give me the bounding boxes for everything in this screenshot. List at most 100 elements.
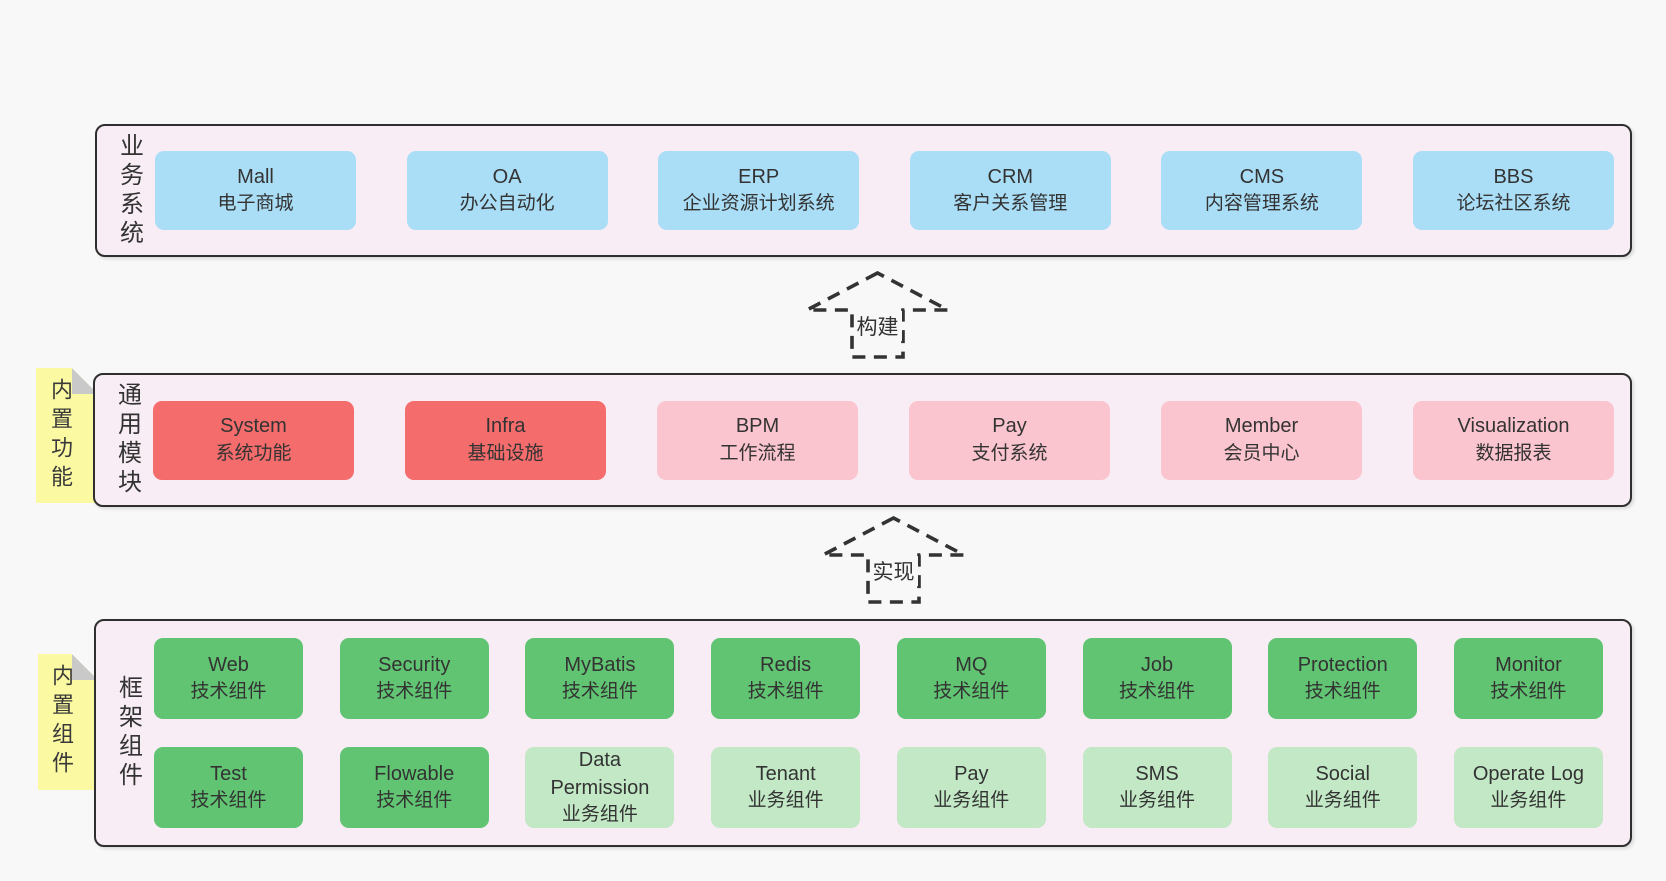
box-subtitle: 技术组件	[1490, 681, 1567, 703]
sticky-note-text: 内置功能	[48, 377, 73, 494]
box-subtitle: 技术组件	[190, 790, 267, 812]
band-business-systems: 业务系统 Mall 电子商城 OA 办公自动化 ERP 企业资源计划系统 CRM…	[95, 124, 1632, 257]
box-oa: OA 办公自动化	[406, 151, 608, 230]
box-title: Visualization	[1457, 415, 1570, 438]
box-subtitle: 技术组件	[190, 681, 267, 703]
box-title: Member	[1224, 415, 1299, 438]
box-title: Web	[208, 653, 249, 676]
band-framework-components: 框架组件 Web 技术组件 Security 技术组件 MyBatis 技术组件…	[94, 619, 1632, 847]
box-redis: Redis 技术组件	[711, 638, 861, 719]
box-title: Test	[210, 762, 247, 785]
box-subtitle: 技术组件	[933, 681, 1010, 703]
dashed-up-arrow-icon	[822, 516, 965, 604]
box-pay-business: Pay 业务组件	[896, 747, 1046, 828]
box-title: ERP	[738, 165, 780, 188]
box-title: Job	[1140, 653, 1174, 676]
framework-components-row-2: Test 技术组件 Flowable 技术组件 Data Permission …	[154, 747, 1603, 828]
box-mybatis: MyBatis 技术组件	[525, 638, 675, 719]
box-subtitle: 业务组件	[1490, 790, 1567, 812]
box-system: System 系统功能	[153, 400, 354, 480]
box-subtitle: 会员中心	[1223, 442, 1300, 464]
box-erp: ERP 企业资源计划系统	[658, 151, 860, 230]
sticky-note-text: 内置组件	[49, 664, 74, 780]
dashed-up-arrow-icon	[806, 271, 949, 359]
box-bpm: BPM 工作流程	[657, 400, 858, 480]
box-cms: CMS 内容管理系统	[1161, 151, 1363, 230]
arrow-build-label: 构建	[853, 311, 902, 341]
box-flowable: Flowable 技术组件	[339, 747, 489, 828]
box-pay: Pay 支付系统	[909, 400, 1110, 480]
box-subtitle: 技术组件	[376, 681, 453, 703]
box-crm: CRM 客户关系管理	[909, 151, 1111, 230]
box-title: Flowable	[374, 762, 455, 785]
arrow-implement-label: 实现	[869, 556, 918, 586]
box-sms: SMS 业务组件	[1082, 747, 1232, 828]
box-title: Monitor	[1495, 653, 1562, 676]
band-framework-components-label: 框架组件	[114, 675, 142, 791]
box-title: SMS	[1135, 762, 1179, 785]
box-title: System	[220, 415, 287, 438]
box-subtitle: 论坛社区系统	[1456, 193, 1571, 215]
framework-components-row-1: Web 技术组件 Security 技术组件 MyBatis 技术组件 Redi…	[154, 638, 1603, 719]
box-bbs: BBS 论坛社区系统	[1412, 151, 1614, 230]
box-subtitle: 技术组件	[1304, 681, 1381, 703]
common-modules-boxes: System 系统功能 Infra 基础设施 BPM 工作流程 Pay 支付系统…	[153, 375, 1614, 505]
box-title: Pay	[954, 762, 989, 785]
arrow-build: 构建	[805, 271, 950, 359]
box-subtitle: 业务组件	[933, 790, 1010, 812]
box-protection: Protection 技术组件	[1268, 638, 1418, 719]
box-title: Tenant	[755, 762, 816, 785]
box-subtitle: 数据报表	[1475, 442, 1552, 464]
box-web: Web 技术组件	[154, 638, 303, 719]
box-test: Test 技术组件	[154, 747, 303, 828]
box-mall: Mall 电子商城	[155, 151, 356, 230]
box-subtitle: 技术组件	[376, 790, 453, 812]
box-subtitle: 客户关系管理	[953, 193, 1068, 215]
band-common-modules: 通用模块 System 系统功能 Infra 基础设施 BPM 工作流程 Pay…	[93, 373, 1632, 507]
box-title: Security	[378, 653, 451, 676]
sticky-note-built-in-components: 内置组件	[38, 654, 98, 790]
box-subtitle: 技术组件	[561, 681, 638, 703]
box-subtitle: 业务组件	[1304, 790, 1381, 812]
box-subtitle: 业务组件	[1119, 790, 1196, 812]
box-visualization: Visualization 数据报表	[1413, 400, 1614, 480]
box-title: Infra	[485, 415, 526, 438]
box-title: CRM	[987, 165, 1034, 188]
box-title: Social	[1315, 762, 1370, 785]
business-systems-boxes: Mall 电子商城 OA 办公自动化 ERP 企业资源计划系统 CRM 客户关系…	[155, 126, 1614, 255]
box-subtitle: 基础设施	[467, 442, 544, 464]
box-subtitle: 电子商城	[217, 193, 294, 215]
band-business-systems-label: 业务系统	[115, 132, 143, 249]
box-title: MyBatis	[564, 653, 636, 676]
box-title: OA	[492, 165, 522, 188]
box-title: Data Permission	[550, 748, 650, 800]
box-subtitle: 企业资源计划系统	[682, 193, 835, 215]
box-member: Member 会员中心	[1161, 400, 1362, 480]
box-subtitle: 技术组件	[747, 681, 824, 703]
box-subtitle: 工作流程	[719, 442, 796, 464]
box-title: Protection	[1297, 653, 1388, 676]
framework-components-grid: Web 技术组件 Security 技术组件 MyBatis 技术组件 Redi…	[154, 638, 1603, 828]
arrow-implement: 实现	[821, 516, 966, 604]
box-monitor: Monitor 技术组件	[1453, 638, 1603, 719]
band-common-modules-label: 通用模块	[113, 382, 141, 498]
box-social: Social 业务组件	[1268, 747, 1418, 828]
box-subtitle: 支付系统	[971, 442, 1048, 464]
box-title: BBS	[1493, 165, 1534, 188]
box-title: Operate Log	[1472, 762, 1585, 785]
box-subtitle: 技术组件	[1119, 681, 1196, 703]
box-data-permission: Data Permission 业务组件	[525, 747, 675, 828]
box-subtitle: 业务组件	[747, 790, 824, 812]
box-title: Redis	[760, 653, 812, 676]
box-title: MQ	[955, 653, 988, 676]
box-title: CMS	[1239, 165, 1285, 188]
box-subtitle: 办公自动化	[459, 193, 555, 215]
box-title: Mall	[237, 165, 274, 188]
sticky-note-built-in-features: 内置功能	[36, 368, 98, 503]
box-subtitle: 系统功能	[215, 442, 292, 464]
box-title: Pay	[992, 415, 1027, 438]
box-subtitle: 内容管理系统	[1204, 193, 1319, 215]
box-subtitle: 业务组件	[561, 804, 638, 826]
box-job: Job 技术组件	[1082, 638, 1232, 719]
